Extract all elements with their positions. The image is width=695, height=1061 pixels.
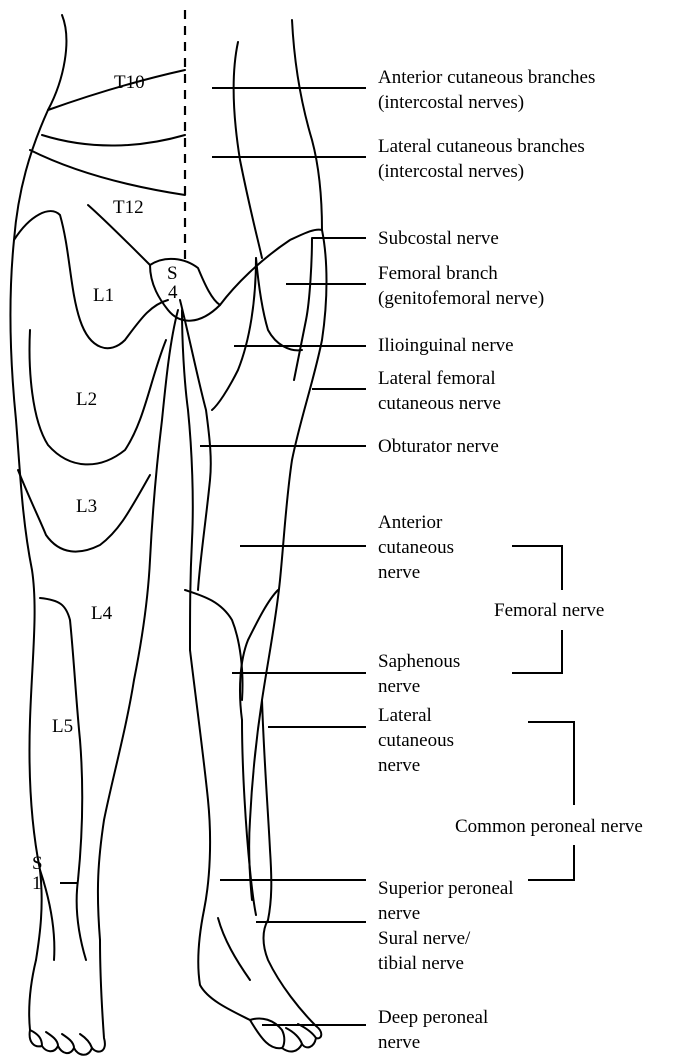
svg-text:cutaneous: cutaneous — [378, 730, 454, 751]
segment-t12: T12 — [113, 197, 144, 218]
common-peroneal-bracket-lower — [528, 845, 574, 880]
segment-l4: L4 — [91, 603, 113, 624]
label-sural-tibial: Sural nerve/ tibial nerve — [378, 928, 471, 974]
label-lateral-cutaneous-branches: Lateral cutaneous branches (intercostal … — [378, 136, 585, 182]
segment-s4-line2: 4 — [168, 282, 178, 303]
femoral-bracket — [512, 546, 562, 590]
svg-text:Femoral nerve: Femoral nerve — [494, 600, 604, 621]
label-anterior-cutaneous: Anterior cutaneous nerve — [378, 512, 454, 583]
svg-text:(intercostal nerves): (intercostal nerves) — [378, 161, 524, 182]
label-obturator: Obturator nerve — [378, 436, 499, 457]
left-leg-outline — [10, 15, 178, 1055]
common-peroneal-bracket — [528, 722, 574, 805]
svg-text:nerve: nerve — [378, 1032, 420, 1053]
segment-l5: L5 — [52, 716, 73, 737]
segment-l3: L3 — [76, 496, 97, 517]
svg-text:nerve: nerve — [378, 903, 420, 924]
svg-text:Obturator nerve: Obturator nerve — [378, 436, 499, 457]
label-common-peroneal: Common peroneal nerve — [455, 816, 643, 837]
label-saphenous: Saphenous nerve — [378, 651, 460, 697]
svg-text:(intercostal nerves): (intercostal nerves) — [378, 92, 524, 113]
label-subcostal: Subcostal nerve — [378, 228, 499, 249]
svg-text:Lateral cutaneous branches: Lateral cutaneous branches — [378, 136, 585, 157]
svg-text:Anterior: Anterior — [378, 512, 443, 533]
label-ilioinguinal: Ilioinguinal nerve — [378, 335, 514, 356]
right-leg-outline — [180, 20, 327, 1051]
svg-text:Superior peroneal: Superior peroneal — [378, 878, 514, 899]
segment-l2: L2 — [76, 389, 97, 410]
svg-text:Lateral: Lateral — [378, 705, 432, 726]
segment-s1-line1: S — [32, 853, 43, 874]
svg-text:nerve: nerve — [378, 676, 420, 697]
nerve-labels: Anterior cutaneous branches (intercostal… — [378, 67, 643, 1053]
svg-text:nerve: nerve — [378, 755, 420, 776]
svg-text:Sural nerve/: Sural nerve/ — [378, 928, 471, 949]
label-femoral-branch: Femoral branch (genitofemoral nerve) — [378, 263, 544, 309]
svg-text:cutaneous: cutaneous — [378, 537, 454, 558]
svg-text:tibial nerve: tibial nerve — [378, 953, 464, 974]
label-deep-peroneal: Deep peroneal nerve — [378, 1007, 488, 1053]
svg-text:Common peroneal nerve: Common peroneal nerve — [455, 816, 643, 837]
svg-text:Lateral femoral: Lateral femoral — [378, 368, 496, 389]
svg-text:Ilioinguinal nerve: Ilioinguinal nerve — [378, 335, 514, 356]
segment-s4-line1: S — [167, 263, 178, 284]
segment-s1-line2: 1 — [32, 873, 42, 894]
label-superior-peroneal: Superior peroneal nerve — [378, 878, 514, 924]
femoral-bracket-lower — [512, 630, 562, 673]
segment-l1: L1 — [93, 285, 114, 306]
label-lateral-cutaneous: Lateral cutaneous nerve — [378, 705, 454, 776]
svg-text:nerve: nerve — [378, 562, 420, 583]
label-anterior-cutaneous-branches: Anterior cutaneous branches (intercostal… — [378, 67, 595, 113]
label-lateral-femoral-cutaneous: Lateral femoral cutaneous nerve — [378, 368, 501, 414]
svg-text:(genitofemoral nerve): (genitofemoral nerve) — [378, 288, 544, 309]
svg-text:Subcostal nerve: Subcostal nerve — [378, 228, 499, 249]
svg-text:Femoral branch: Femoral branch — [378, 263, 498, 284]
svg-text:cutaneous nerve: cutaneous nerve — [378, 393, 501, 414]
label-femoral-nerve: Femoral nerve — [494, 600, 604, 621]
segment-t10: T10 — [114, 72, 145, 93]
svg-text:Anterior cutaneous branches: Anterior cutaneous branches — [378, 67, 595, 88]
svg-text:Saphenous: Saphenous — [378, 651, 460, 672]
svg-text:Deep peroneal: Deep peroneal — [378, 1007, 488, 1028]
